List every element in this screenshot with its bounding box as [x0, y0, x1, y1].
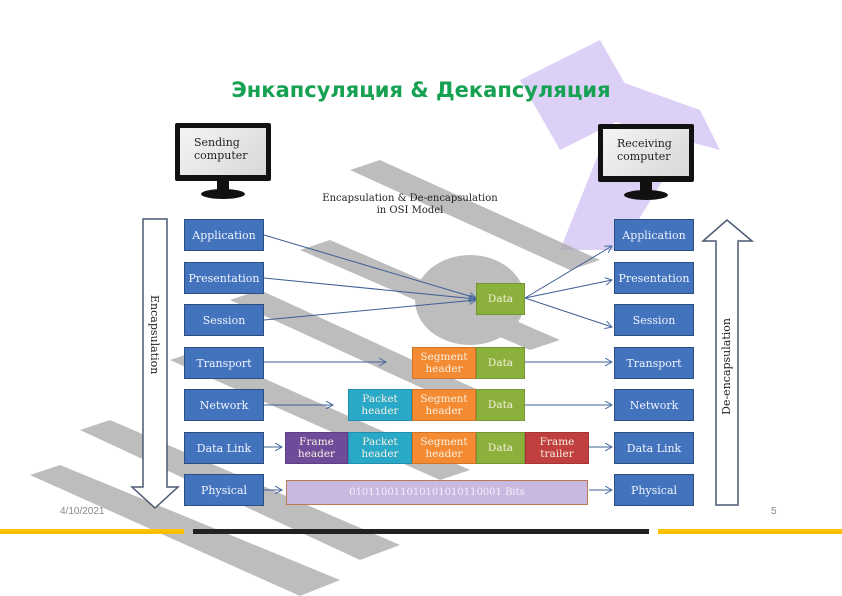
left-layer-network: Network [184, 389, 264, 421]
right-layer-datalink: Data Link [614, 432, 694, 464]
sending-computer-line1: Sending [194, 136, 240, 149]
slide-page-number: 5 [771, 506, 777, 517]
right-layer-presentation: Presentation [614, 262, 694, 294]
left-layer-session: Session [184, 304, 264, 336]
left-layer-application: Application [184, 219, 264, 251]
left-layer-transport: Transport [184, 347, 264, 379]
encapsulation-label: Encapsulation [148, 295, 161, 375]
monitor-icon: Sending computer [175, 123, 271, 181]
left-layer-physical: Physical [184, 474, 264, 506]
slide-date: 4/10/2021 [60, 506, 105, 517]
network-data: Data [476, 389, 525, 421]
receiving-computer-line2: computer [617, 150, 671, 163]
datalink-frame-header: Frame header [285, 432, 348, 464]
slide-title: Энкапсуляция & Декапсуляция [231, 78, 611, 102]
decapsulation-label: De-encapsulation [720, 318, 733, 415]
decapsulation-arrow-up [701, 219, 755, 506]
right-layer-application: Application [614, 219, 694, 251]
sending-computer: Sending computer [175, 123, 271, 203]
left-layer-presentation: Presentation [184, 262, 264, 294]
receiving-computer-line1: Receiving [617, 137, 672, 150]
network-packet-header: Packet header [348, 389, 412, 421]
right-layer-network: Network [614, 389, 694, 421]
monitor-icon: Receiving computer [598, 124, 694, 182]
session-data: Data [476, 283, 525, 315]
right-layer-physical: Physical [614, 474, 694, 506]
subtitle-line1: Encapsulation & De-encapsulation [322, 193, 498, 204]
subtitle-line2: in OSI Model [376, 205, 444, 216]
encapsulation-arrow-down [130, 218, 180, 510]
connector-session-data [263, 300, 476, 321]
receiving-computer: Receiving computer [598, 124, 694, 204]
left-layer-datalink: Data Link [184, 432, 264, 464]
connector-data-session [524, 297, 612, 327]
datalink-segment-header: Segment header [412, 432, 476, 464]
footer-dark-bar [193, 529, 649, 534]
physical-bits: 010110011010101010110001 Bits [286, 480, 588, 505]
right-layer-transport: Transport [614, 347, 694, 379]
datalink-data: Data [476, 432, 525, 464]
diagram-subtitle: Encapsulation & De-encapsulation in OSI … [300, 193, 520, 217]
connector-presentation-data [263, 277, 476, 299]
connector-data-presentation [524, 280, 612, 299]
network-segment-header: Segment header [412, 389, 476, 421]
transport-segment-header: Segment header [412, 347, 476, 379]
connector-data-application [524, 246, 612, 299]
datalink-packet-header: Packet header [348, 432, 412, 464]
footer-accent-bar-left [0, 529, 184, 534]
sending-computer-line2: computer [194, 149, 248, 162]
transport-data: Data [476, 347, 525, 379]
footer-accent-bar-right [658, 529, 842, 534]
datalink-frame-trailer: Frame trailer [525, 432, 589, 464]
right-layer-session: Session [614, 304, 694, 336]
connector-application-data [263, 234, 476, 298]
